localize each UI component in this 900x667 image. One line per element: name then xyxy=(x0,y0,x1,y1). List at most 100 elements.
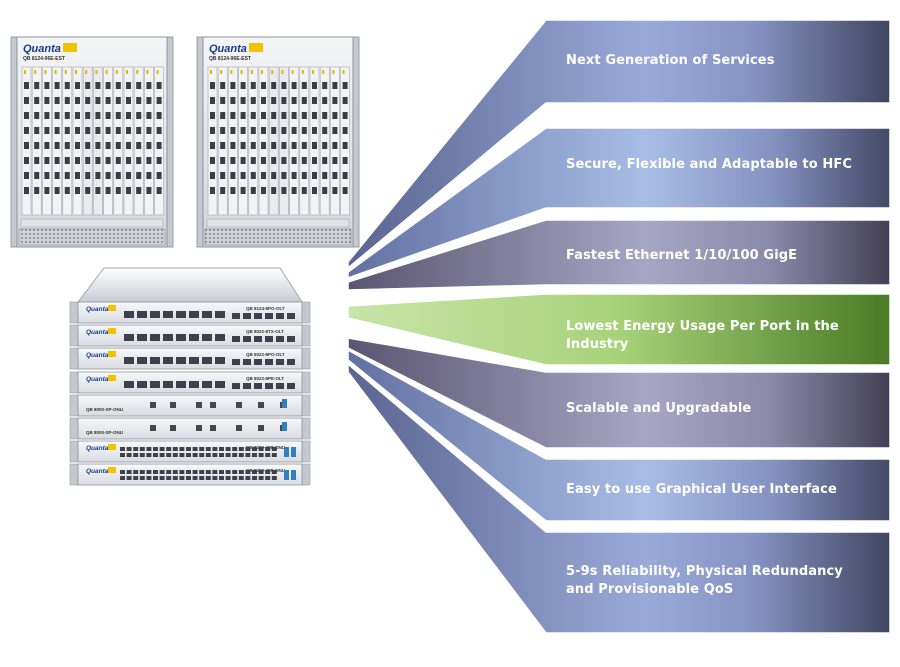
line-card xyxy=(31,66,42,216)
status-led xyxy=(75,70,77,74)
port xyxy=(179,453,185,457)
status-led xyxy=(44,70,47,74)
port xyxy=(276,359,284,365)
optical-port xyxy=(250,142,256,149)
optical-port xyxy=(85,97,91,104)
optical-port xyxy=(34,127,40,134)
line-card xyxy=(113,66,124,216)
port xyxy=(258,447,264,451)
brand-accent xyxy=(63,43,77,52)
optical-port xyxy=(332,172,338,179)
optical-port xyxy=(240,172,246,179)
port xyxy=(159,470,165,474)
optical-port xyxy=(44,157,50,164)
optical-port xyxy=(105,187,111,194)
port xyxy=(139,476,145,480)
optical-port xyxy=(44,187,50,194)
optical-port xyxy=(220,97,226,104)
optical-port xyxy=(44,82,50,89)
optical-port xyxy=(34,142,40,149)
optical-port xyxy=(250,187,256,194)
port xyxy=(126,470,132,474)
feature-label-secure-flexible: Secure, Flexible and Adaptable to HFC xyxy=(566,157,852,172)
optical-port xyxy=(115,82,121,89)
port xyxy=(276,313,284,319)
port xyxy=(254,383,262,389)
line-card xyxy=(207,66,218,216)
port xyxy=(139,453,145,457)
port xyxy=(163,357,173,364)
feature-band xyxy=(347,337,891,449)
line-card xyxy=(21,66,32,216)
optical-port xyxy=(210,82,215,89)
optical-port xyxy=(64,112,70,119)
optical-port xyxy=(95,142,101,149)
optical-port xyxy=(281,142,287,149)
optical-port xyxy=(136,82,142,89)
port xyxy=(146,470,152,474)
port xyxy=(189,334,199,341)
optical-port xyxy=(44,97,50,104)
unit-model: QB 8022-8PO-OLT xyxy=(246,352,285,357)
sfp-port xyxy=(282,422,287,431)
rack-ear xyxy=(10,36,18,248)
optical-port xyxy=(210,112,215,119)
optical-port xyxy=(44,172,50,179)
port xyxy=(172,470,178,474)
port xyxy=(265,453,271,457)
optical-port xyxy=(54,97,60,104)
optical-port xyxy=(24,172,29,179)
port xyxy=(146,453,152,457)
stack-top-cover xyxy=(76,267,303,303)
port xyxy=(232,313,240,319)
line-card xyxy=(340,66,350,216)
optical-port xyxy=(281,172,287,179)
unit-model: QB 8124-8PO-OLT xyxy=(246,306,285,311)
port xyxy=(287,336,295,342)
port xyxy=(252,453,257,457)
port xyxy=(159,447,165,451)
optical-port xyxy=(64,157,70,164)
optical-port xyxy=(64,142,70,149)
optical-port xyxy=(230,157,236,164)
port xyxy=(225,447,231,451)
fan-vent xyxy=(204,228,352,246)
status-led xyxy=(271,70,274,74)
optical-port xyxy=(126,172,131,179)
port xyxy=(258,453,264,457)
optical-port xyxy=(250,97,256,104)
optical-port xyxy=(230,127,236,134)
optical-port xyxy=(156,112,162,119)
port xyxy=(287,383,295,389)
port xyxy=(176,381,186,388)
line-card xyxy=(268,66,279,216)
port xyxy=(199,447,205,451)
status-led xyxy=(250,70,253,74)
port xyxy=(271,447,277,451)
port xyxy=(120,453,125,457)
optical-port xyxy=(271,142,277,149)
status-led xyxy=(312,70,314,74)
port xyxy=(179,476,185,480)
port xyxy=(245,447,251,451)
rack-ear xyxy=(301,301,311,324)
port xyxy=(212,476,218,480)
port xyxy=(232,453,238,457)
optical-port xyxy=(85,82,91,89)
brand-accent xyxy=(108,328,116,334)
optical-port xyxy=(146,142,152,149)
rack-unit: QB 8000-SP-ONU xyxy=(69,417,311,440)
optical-port xyxy=(85,112,91,119)
line-card xyxy=(82,66,93,216)
optical-port xyxy=(64,127,70,134)
rack-unit: QB 8000-SP-ONU xyxy=(69,394,311,417)
optical-port xyxy=(156,187,162,194)
optical-port xyxy=(281,82,287,89)
optical-port xyxy=(85,187,91,194)
optical-port xyxy=(220,82,226,89)
port xyxy=(153,453,158,457)
optical-port xyxy=(54,142,60,149)
optical-port xyxy=(34,172,40,179)
